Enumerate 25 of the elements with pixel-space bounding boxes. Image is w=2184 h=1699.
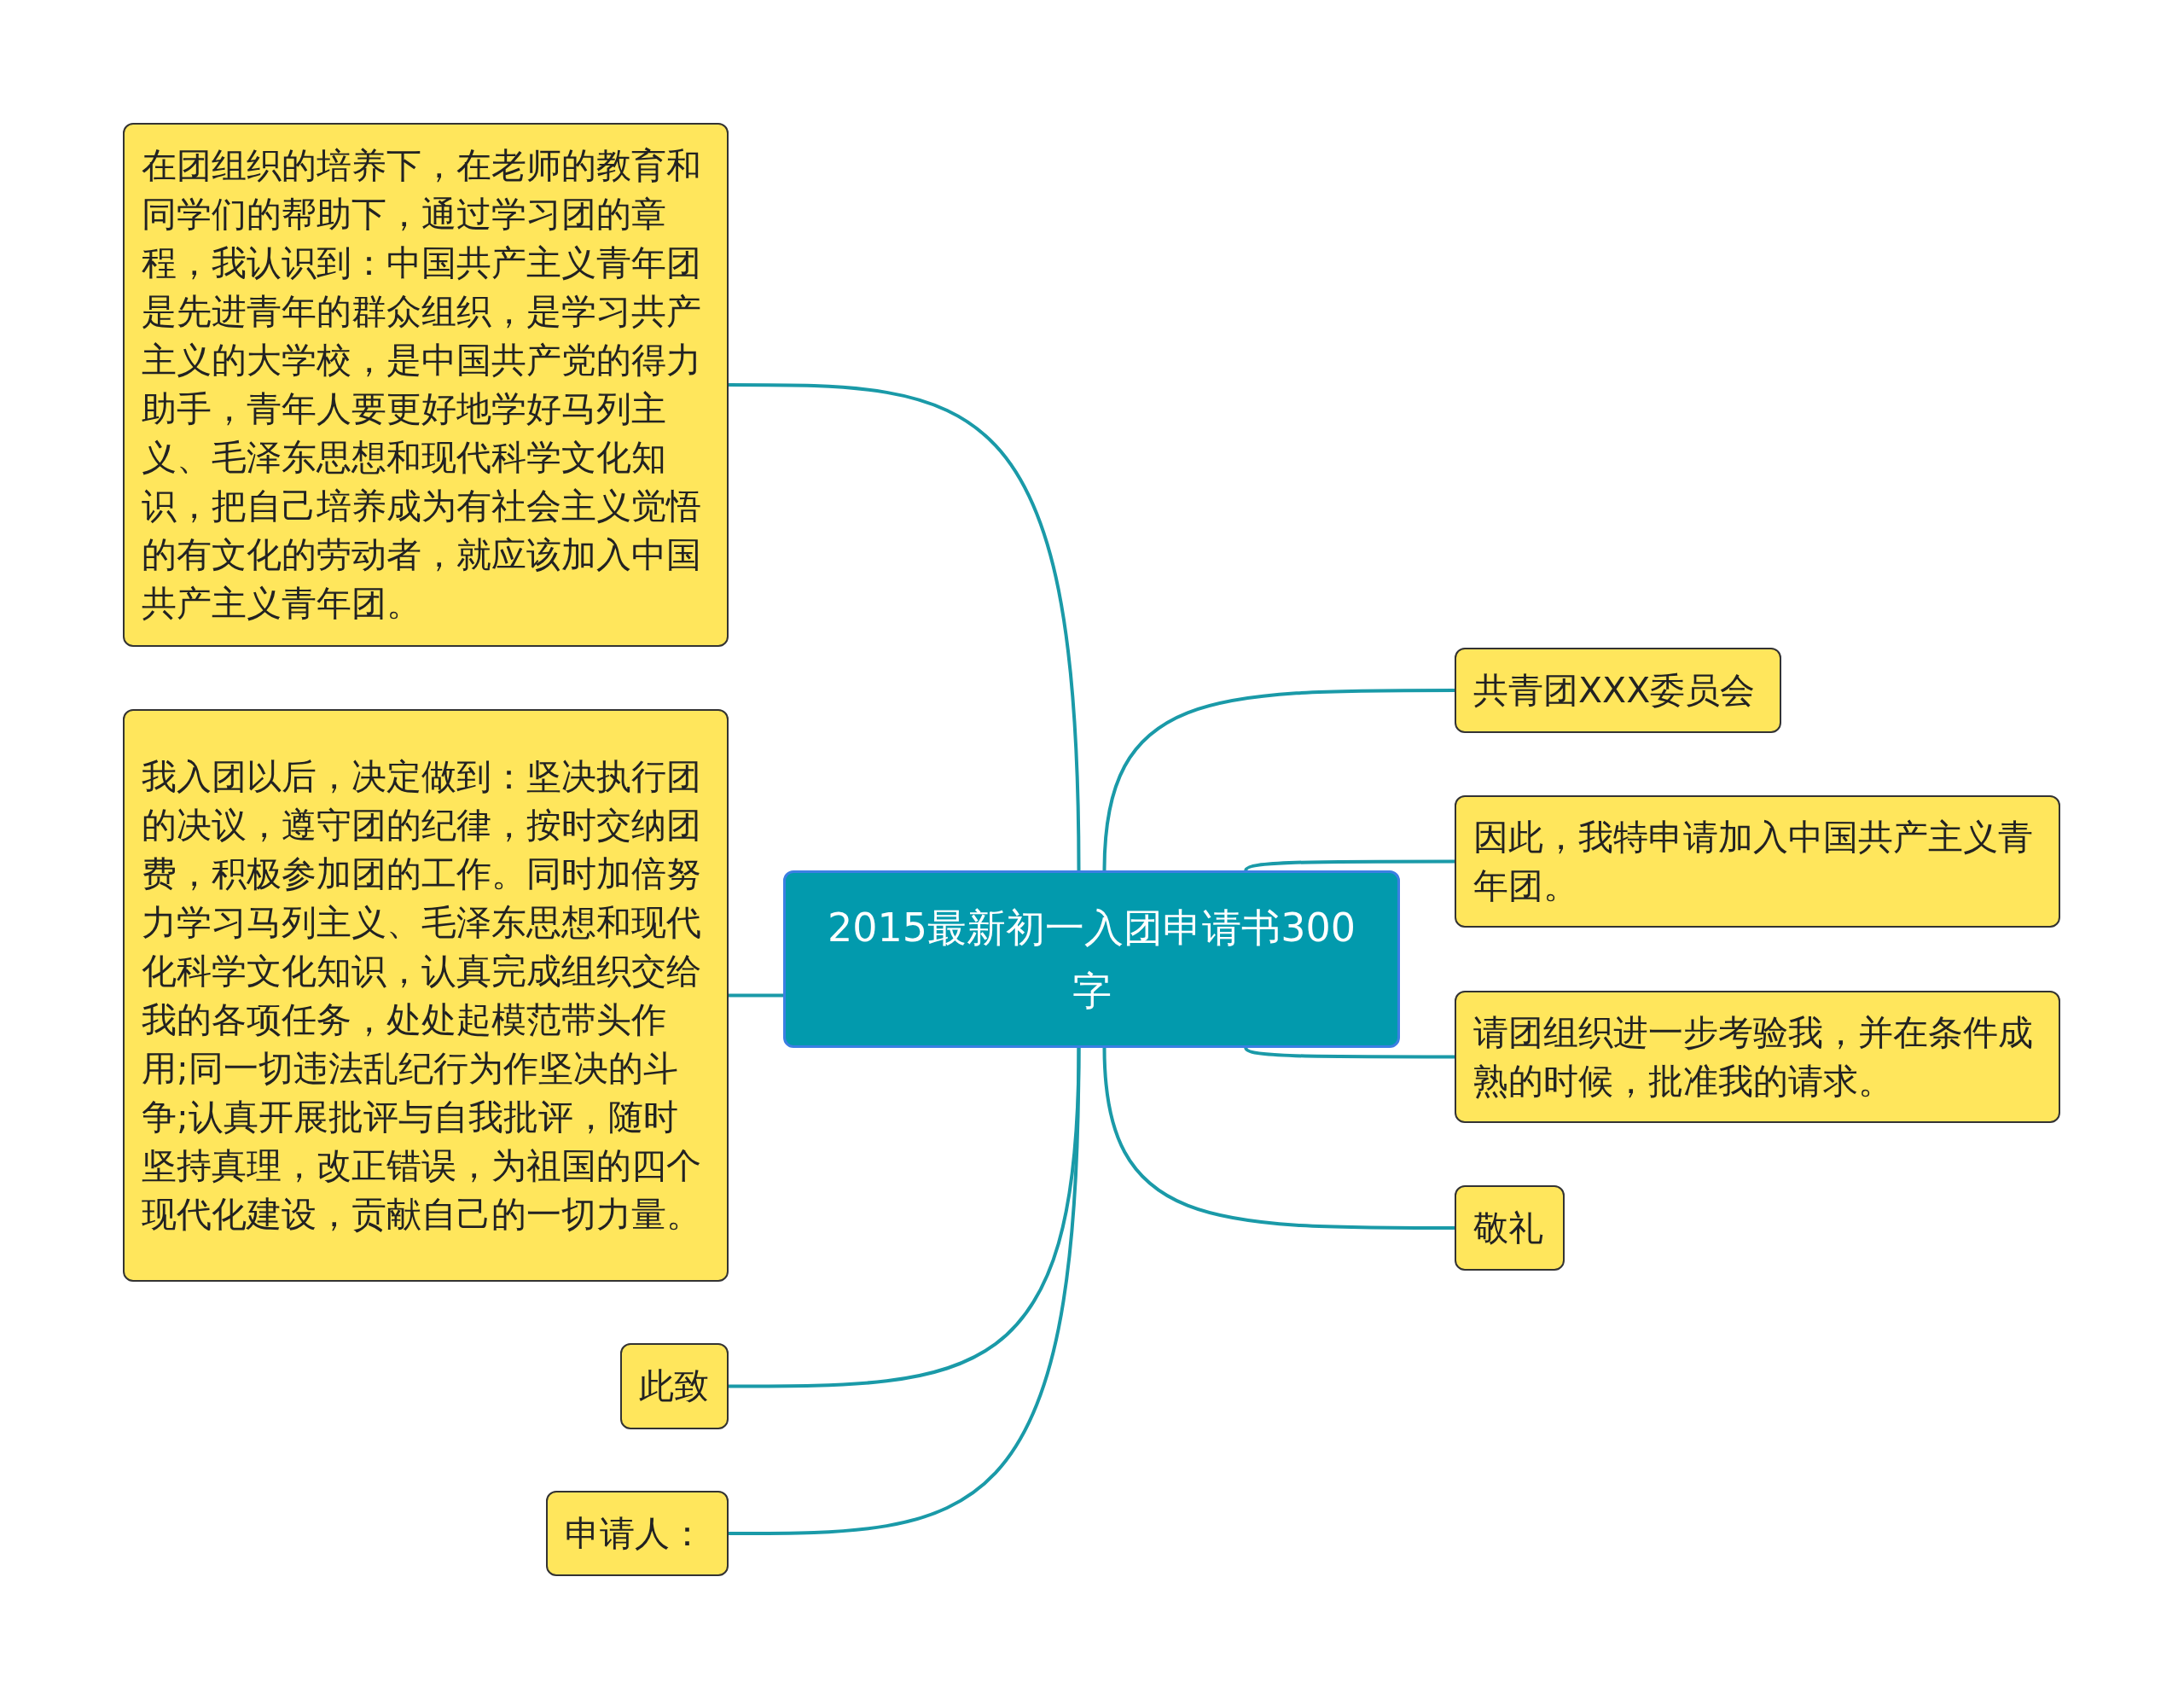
topic-text: 因此，我特申请加入中国共产主义青年团。 bbox=[1473, 815, 2034, 908]
connector-line bbox=[729, 993, 783, 998]
topic-text: 共青团XXX委员会 bbox=[1473, 668, 1756, 713]
topic-box bbox=[1455, 648, 1781, 733]
topic-text: 请团组织进一步考验我，并在条件成熟的时候，批准我的请求。 bbox=[1473, 1010, 2034, 1103]
connector-line bbox=[1244, 1046, 1455, 1059]
connector-line bbox=[729, 383, 1081, 871]
central-topic-box bbox=[783, 870, 1400, 1048]
topic-box bbox=[123, 709, 729, 1282]
topic-text: 申请人： bbox=[565, 1511, 705, 1556]
topic-text: 此致 bbox=[639, 1364, 709, 1408]
topic-box bbox=[1455, 795, 2060, 928]
topic-box bbox=[1455, 991, 2060, 1123]
connector-line bbox=[1102, 1047, 1455, 1230]
topic-box bbox=[620, 1343, 729, 1429]
connector-line bbox=[1244, 859, 1455, 872]
connector-line bbox=[1102, 689, 1455, 871]
topic-box bbox=[546, 1491, 729, 1576]
topic-text: 2015最新初一入团申请书300字 bbox=[827, 904, 1356, 1015]
connector-line bbox=[729, 1047, 1081, 1535]
topic-text: 在团组织的培养下，在老师的教育和同学们的帮助下，通过学习团的章程，我认识到：中国共产主义青年团是先进青年的群众组织，是学习共产主义的大学校，是中国共产党的得力助手，青年人要更好地学好马列主义、毛泽东思想和现代科学文化知识，把自己培养成为有社会主义觉悟的有文化的劳动者，就应该加入中国共产主义青年团。 bbox=[142, 144, 702, 625]
topic-box bbox=[123, 123, 729, 647]
topic-text: 敬礼 bbox=[1473, 1206, 1543, 1250]
topic-text: 我入团以后，决定做到：坚决执行团的决议，遵守团的纪律，按时交纳团费，积极参加团的工作。同时加倍努力学习马列主义、毛泽东思想和现代化科学文化知识，认真完成组织交给我的各项任务，处处起模范带头作用;同一切违法乱纪行为作坚决的斗争;认真开展批评与自我批评，随时坚持真理，改正错误，为祖国的四个现代化建设，贡献自己的一切力量。 bbox=[142, 754, 702, 1236]
topic-box bbox=[1455, 1185, 1565, 1271]
